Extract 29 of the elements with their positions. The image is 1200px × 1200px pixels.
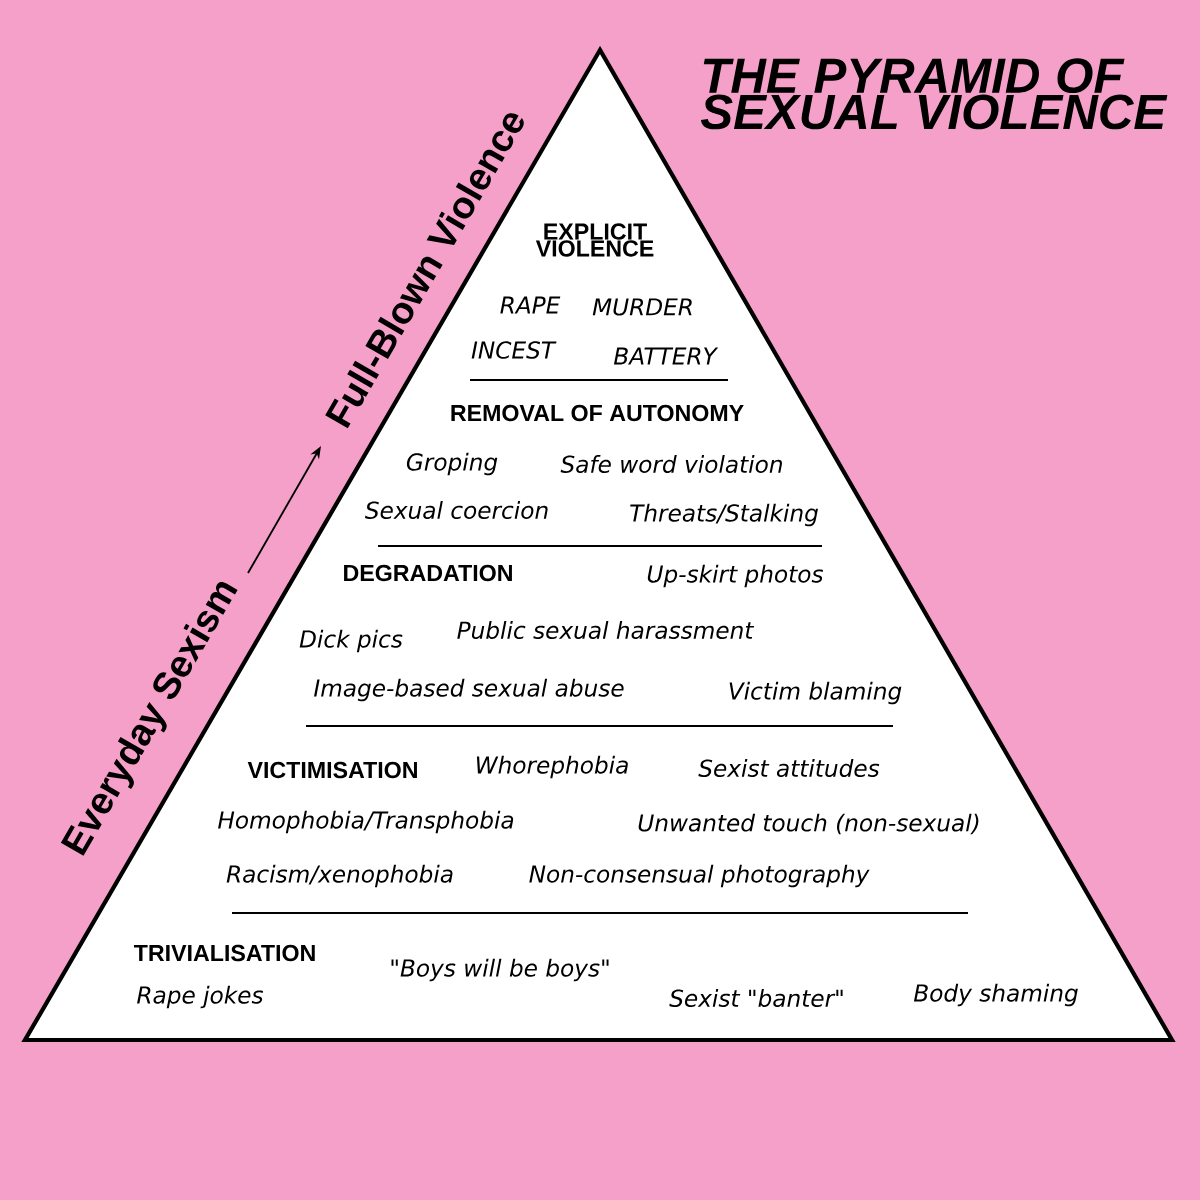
list-item: Unwanted touch (non-sexual) xyxy=(638,813,979,835)
list-item: Sexual coercion xyxy=(365,501,548,519)
tier-heading: TRIVIALISATION xyxy=(134,944,315,962)
list-item: Rape jokes xyxy=(137,985,264,1009)
tier-heading: REMOVAL OF AUTONOMY xyxy=(451,404,744,422)
list-item: Dick pics xyxy=(299,629,403,653)
list-item: Homophobia/Transphobia xyxy=(218,810,514,834)
list-item: Victim blaming xyxy=(729,681,902,705)
tier-heading: DEGRADATION xyxy=(344,564,512,582)
list-item: RAPE xyxy=(500,296,561,314)
list-item: Groping xyxy=(406,452,498,476)
title: THE PYRAMID OF SEXUAL VIOLENCE xyxy=(700,58,1168,130)
list-item: Body shaming xyxy=(913,983,1078,1007)
list-item: Whorephobia xyxy=(476,755,628,779)
list-item: Sexist attitudes xyxy=(698,759,880,777)
list-item: "Boys will be boys" xyxy=(391,958,609,982)
list-item: Threats/Stalking xyxy=(630,503,818,527)
list-item: Non-consensual photography xyxy=(529,864,870,888)
list-item: BATTERY xyxy=(613,347,719,365)
list-item: Safe word violation xyxy=(560,455,782,473)
list-item: Public sexual harassment xyxy=(457,621,755,639)
tier-heading: EXPLICIT VIOLENCE xyxy=(535,223,654,257)
list-item: Sexist "banter" xyxy=(669,989,843,1007)
list-item: Image-based sexual abuse xyxy=(314,678,624,702)
list-item: Up-skirt photos xyxy=(647,564,824,588)
list-item: MURDER xyxy=(592,298,692,316)
list-item: Racism/xenophobia xyxy=(226,864,453,888)
list-item: INCEST xyxy=(471,341,557,359)
tier-heading: VICTIMISATION xyxy=(247,761,417,779)
